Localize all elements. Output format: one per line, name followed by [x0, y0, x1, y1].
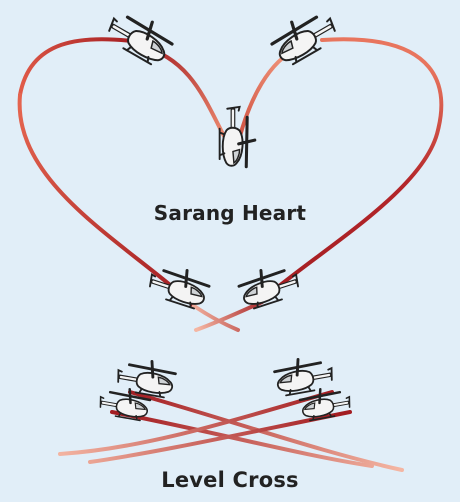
helicopter-icon — [103, 5, 176, 69]
heart-trail — [20, 39, 442, 330]
helicopter-icon — [220, 107, 255, 167]
helicopter-icon — [236, 260, 302, 310]
helicopter-icon — [115, 356, 177, 399]
formation-label-sarang-heart: Sarang Heart — [0, 201, 460, 225]
helicopter-icon — [267, 5, 340, 69]
formation-label-level-cross: Level Cross — [0, 468, 460, 492]
helicopter-icon — [146, 260, 212, 310]
helicopter-icon — [273, 354, 335, 397]
